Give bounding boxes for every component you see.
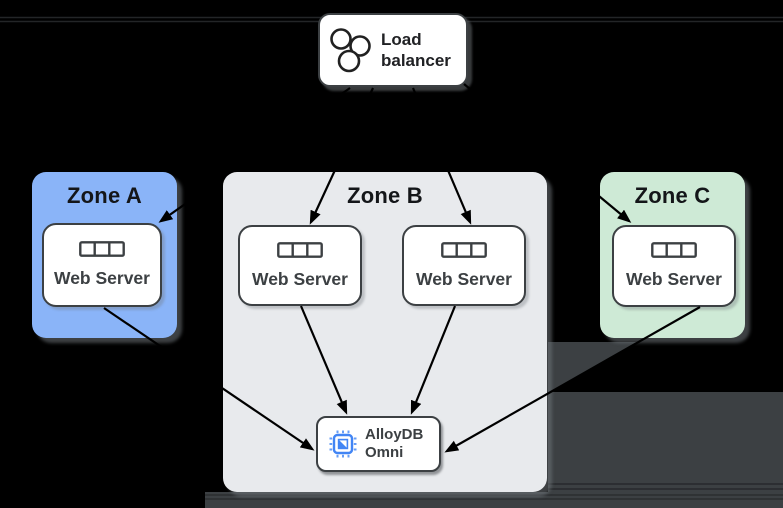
server-rack-icon (651, 242, 697, 258)
load-balancer-label: Load balancer (381, 30, 451, 70)
zone-b-web-server-1: Web Server (238, 225, 362, 306)
server-rack-icon (277, 241, 323, 258)
alloydb-omni-node: AlloyDB Omni (316, 416, 441, 472)
web-server-label: Web Server (626, 269, 722, 289)
zone-a-web-server: Web Server (42, 223, 162, 307)
zone-a-title: Zone A (67, 183, 142, 208)
zone-c-title: Zone C (634, 183, 711, 208)
load-balancer-icon (328, 25, 374, 75)
alloydb-omni-label: AlloyDB Omni (365, 426, 424, 461)
web-server-label: Web Server (252, 268, 348, 289)
chip-icon (329, 430, 357, 458)
zone-b-title: Zone B (347, 183, 423, 208)
web-server-label: Web Server (416, 268, 512, 289)
server-rack-icon (79, 241, 125, 257)
web-server-label: Web Server (54, 268, 150, 288)
load-balancer-node: Load balancer (318, 13, 468, 87)
server-rack-icon (441, 241, 487, 258)
zone-b-web-server-2: Web Server (402, 225, 526, 306)
background-panel-shape (205, 342, 783, 508)
zone-c-web-server: Web Server (612, 225, 736, 307)
